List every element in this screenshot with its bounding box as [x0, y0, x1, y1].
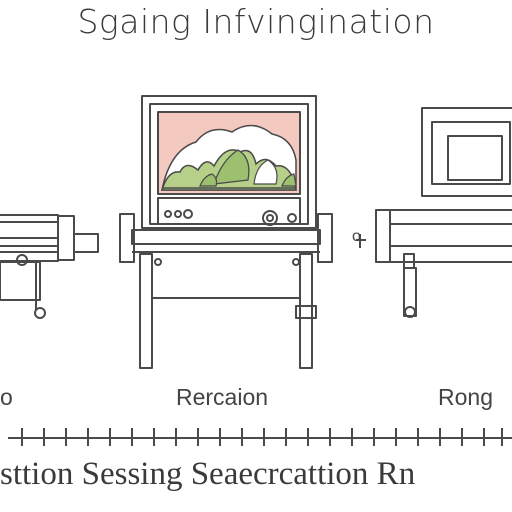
label-side: o: [352, 228, 361, 245]
label-right: Rong: [438, 384, 493, 410]
page-title: Sgaing Infvingination: [77, 2, 435, 41]
bottom-text: sttion Sessing Seaecrcattion Rn: [0, 456, 416, 492]
label-left: o: [0, 384, 13, 410]
left-machine: [0, 214, 99, 319]
ruler: [8, 428, 512, 446]
label-center: Rercaion: [176, 384, 269, 410]
screen-landscape: [160, 124, 297, 191]
right-machine: [356, 107, 512, 318]
